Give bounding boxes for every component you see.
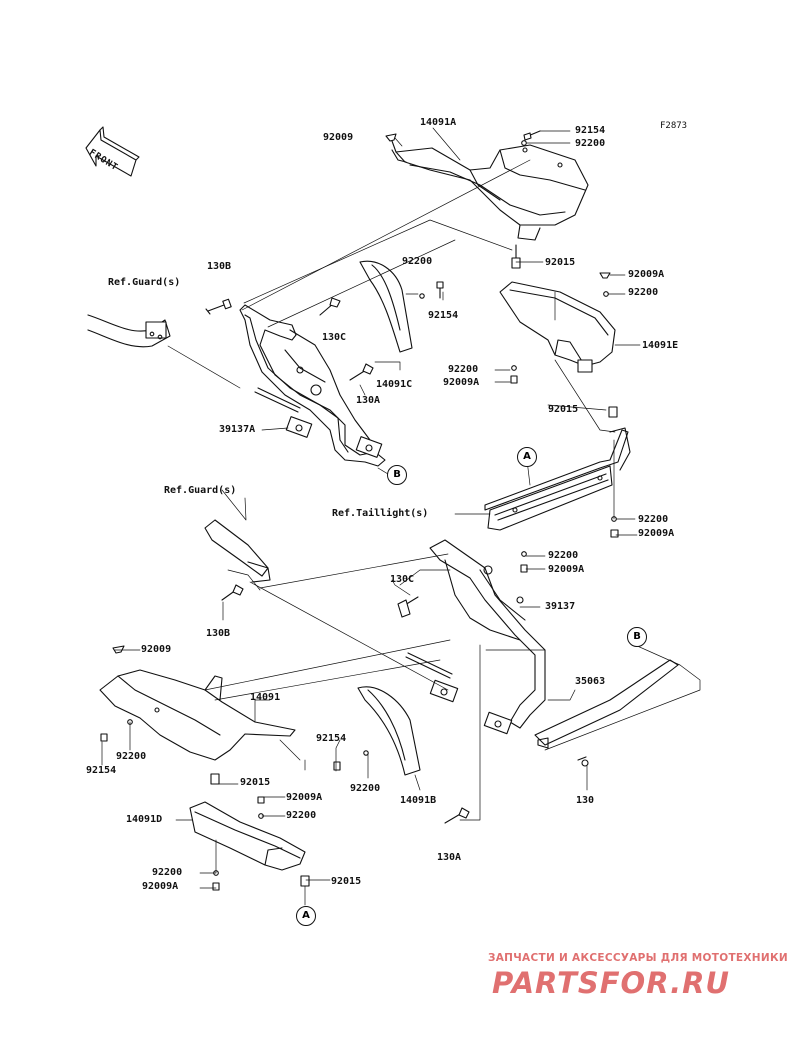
label-130a: 130A xyxy=(356,395,381,406)
label-92009: 92009 xyxy=(141,644,172,655)
label-130b: 130B xyxy=(207,261,232,272)
label-92009: 92009 xyxy=(323,132,354,143)
label-92009a: 92009A xyxy=(628,269,665,280)
frame-39137 xyxy=(429,539,546,735)
label-92200: 92200 xyxy=(548,550,579,561)
grommet-92015-right xyxy=(608,406,618,418)
label-92015: 92015 xyxy=(331,876,362,887)
label-92015: 92015 xyxy=(548,404,579,415)
label-92009a: 92009A xyxy=(548,564,585,575)
label-92200: 92200 xyxy=(152,867,183,878)
callout-b: B xyxy=(387,465,407,485)
watermark-logo: PARTSFOR.RU xyxy=(492,966,730,1000)
watermark-tagline: ЗАПЧАСТИ И АКСЕССУАРЫ ДЛЯ МОТОТЕХНИКИ xyxy=(488,952,788,964)
label-92009a: 92009A xyxy=(142,881,179,892)
guard-tube-top xyxy=(87,314,171,348)
callout-b: B xyxy=(627,627,647,647)
label-92200: 92200 xyxy=(575,138,606,149)
label-92015: 92015 xyxy=(240,777,271,788)
label-39137: 39137 xyxy=(545,601,576,612)
figure-code: F2873 xyxy=(660,121,688,131)
mudflap-14091c xyxy=(359,260,413,353)
label-35063: 35063 xyxy=(575,676,606,687)
label-39137a: 39137A xyxy=(219,424,256,435)
label-92200: 92200 xyxy=(116,751,147,762)
guard-bracket-bottom xyxy=(204,519,271,583)
label-ref-taillight: Ref.Taillight(s) xyxy=(332,508,429,519)
label-130c: 130C xyxy=(390,574,415,585)
mudflap-14091b xyxy=(357,686,421,776)
tray-14091e xyxy=(499,281,616,373)
label-92200: 92200 xyxy=(638,514,669,525)
front-arrow-icon xyxy=(85,126,140,177)
label-14091d: 14091D xyxy=(126,814,163,825)
taillight-bar xyxy=(484,427,631,531)
grommet-92015-lower xyxy=(210,773,220,785)
label-92009a: 92009A xyxy=(286,792,323,803)
rear-cover-14091a xyxy=(391,144,589,241)
bolt-130b-top xyxy=(205,304,225,315)
label-92200: 92200 xyxy=(628,287,659,298)
bolt-92009-top xyxy=(385,133,397,142)
label-ref-guard: Ref.Guard(s) xyxy=(108,277,181,288)
label-92154: 92154 xyxy=(575,125,606,136)
stay-35063 xyxy=(534,659,679,746)
label-92154: 92154 xyxy=(86,765,117,776)
frame-39137a xyxy=(239,304,386,467)
label-92015: 92015 xyxy=(545,257,576,268)
label-14091a: 14091A xyxy=(420,117,457,128)
rear-cover-14091 xyxy=(99,669,296,761)
label-130b: 130B xyxy=(206,628,231,639)
label-92009a: 92009A xyxy=(638,528,675,539)
label-14091c: 14091C xyxy=(376,379,413,390)
label-92200: 92200 xyxy=(402,256,433,267)
label-92154: 92154 xyxy=(316,733,347,744)
label-14091e: 14091E xyxy=(642,340,679,351)
label-ref-guard: Ref.Guard(s) xyxy=(164,485,237,496)
callout-a: A xyxy=(517,447,537,467)
label-92200: 92200 xyxy=(286,810,317,821)
label-130a: 130A xyxy=(437,852,462,863)
label-130: 130 xyxy=(576,795,595,806)
label-92200: 92200 xyxy=(350,783,381,794)
label-92154: 92154 xyxy=(428,310,459,321)
label-14091: 14091 xyxy=(250,692,281,703)
tray-14091d xyxy=(189,801,306,871)
label-130c: 130C xyxy=(322,332,347,343)
label-92009a: 92009A xyxy=(443,377,480,388)
label-14091b: 14091B xyxy=(400,795,437,806)
grommet-92015-bottom xyxy=(300,875,310,887)
label-92200: 92200 xyxy=(448,364,479,375)
grommet-92015-top xyxy=(511,257,521,269)
callout-a: A xyxy=(296,906,316,926)
